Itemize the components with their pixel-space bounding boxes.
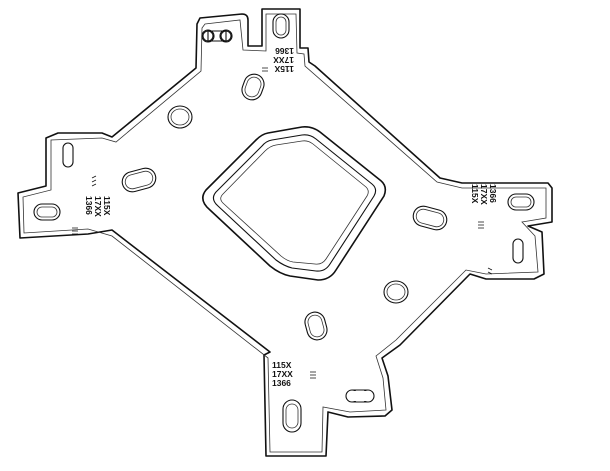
label-bottom-line1: 115X — [272, 360, 292, 370]
slot-bottom-right-icon — [345, 389, 375, 403]
label-top-line1: 115X — [274, 64, 294, 74]
label-left-line3: 1366 — [84, 196, 94, 215]
slot-right-tab-icon — [507, 193, 535, 211]
slot-right-inner-icon — [412, 205, 448, 231]
label-left-line2: 17XX — [93, 196, 103, 217]
label-bottom: 115X 17XX 1366 — [272, 360, 293, 388]
label-bottom-line3: 1366 — [272, 378, 291, 388]
slot-right-icon — [512, 238, 524, 264]
slot-top-tab-icon — [272, 13, 290, 39]
label-top: 115X 17XX 1366 — [273, 46, 294, 74]
label-bottom-line2: 17XX — [272, 369, 293, 379]
slot-left-tab-icon — [33, 203, 61, 221]
slot-left-inner-icon — [121, 167, 157, 193]
plate-outline — [17, 8, 553, 457]
hole-lower-right-icon — [383, 280, 409, 304]
center-opening — [202, 126, 387, 281]
slot-left-icon — [62, 142, 74, 168]
slot-upper-icon — [241, 73, 265, 101]
label-right-line2: 17XX — [479, 184, 489, 205]
mount-holes — [33, 13, 535, 433]
label-left: 115X 17XX 1366 — [84, 196, 112, 217]
hole-upper-left-icon — [167, 105, 193, 129]
label-right-line1: 115X — [470, 184, 480, 204]
label-left-line1: 115X — [102, 196, 112, 216]
slot-top-left-icon — [201, 29, 233, 43]
slot-bottom-tab-icon — [282, 399, 302, 433]
label-top-line3: 1366 — [275, 46, 294, 56]
label-top-line2: 17XX — [273, 55, 294, 65]
label-right: 115X 17XX 1366 — [470, 184, 498, 205]
label-right-line3: 1366 — [488, 184, 498, 203]
slot-lower-icon — [304, 311, 328, 341]
tab-ticks — [72, 67, 493, 379]
